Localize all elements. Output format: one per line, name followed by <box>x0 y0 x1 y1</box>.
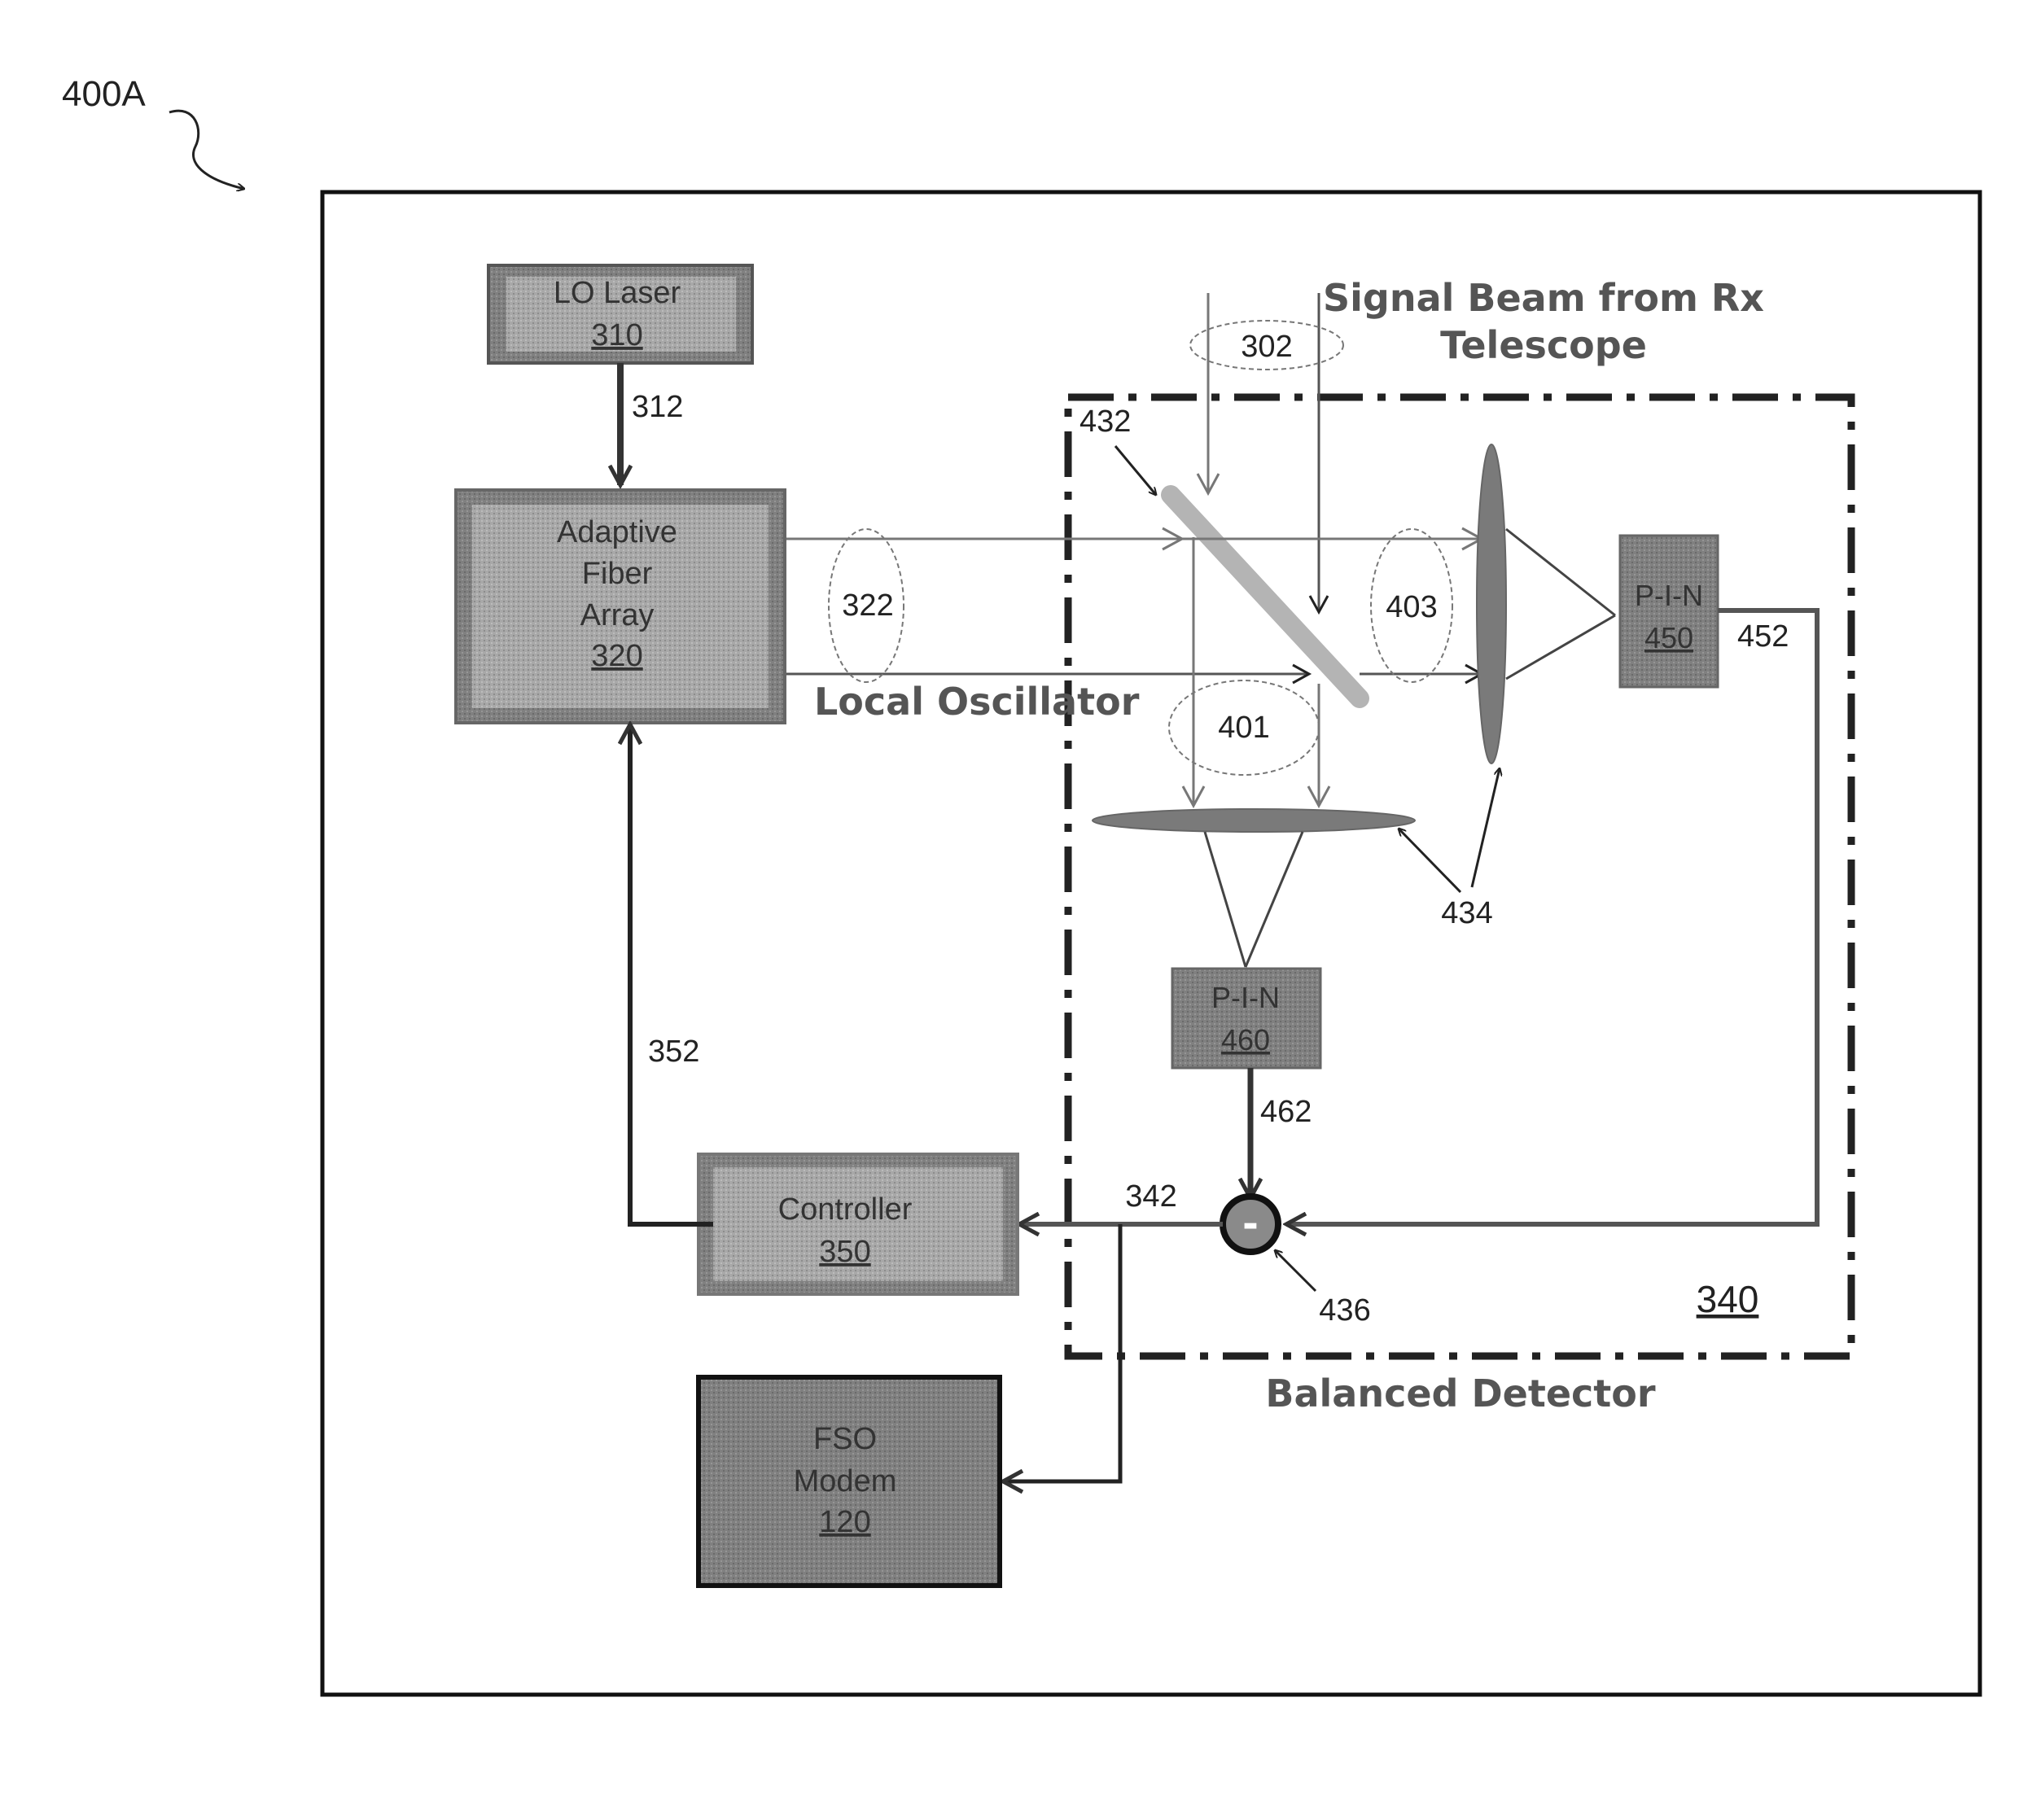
ref-462: 462 <box>1260 1095 1312 1129</box>
beam-splitter <box>1171 495 1360 698</box>
fso-modem-block[interactable]: FSO Modem 120 <box>698 1377 1000 1586</box>
leader-436 <box>1275 1250 1316 1291</box>
controller-block[interactable]: Controller 350 <box>698 1154 1018 1294</box>
afa-label-1: Adaptive <box>557 515 677 549</box>
ref-436: 436 <box>1319 1293 1370 1328</box>
outer-frame <box>322 192 1980 1695</box>
lo-laser-label: LO Laser <box>554 276 681 310</box>
controller-label: Controller <box>778 1192 913 1227</box>
ref-302: 302 <box>1241 330 1292 364</box>
fso-modem-label-2: Modem <box>794 1464 897 1498</box>
ref-340: 340 <box>1697 1278 1759 1320</box>
lo-laser-ref: 310 <box>591 318 642 352</box>
ref-352: 352 <box>648 1035 699 1069</box>
afa-label-3: Array <box>580 598 655 632</box>
pin-450-ref: 450 <box>1644 621 1693 654</box>
lens-right <box>1477 444 1506 763</box>
ref-452: 452 <box>1737 619 1789 654</box>
local-oscillator-label: Local Oscillator <box>814 680 1140 724</box>
leader-434-lower <box>1399 829 1460 892</box>
balanced-detector-boundary <box>1068 397 1851 1356</box>
pin-460-ref: 460 <box>1221 1023 1270 1057</box>
fso-modem-ref: 120 <box>819 1505 870 1539</box>
lo-laser-block[interactable]: LO Laser 310 <box>488 265 752 363</box>
line-to-fso-modem <box>1003 1224 1120 1481</box>
ref-342: 342 <box>1125 1179 1176 1214</box>
line-352 <box>630 724 713 1224</box>
leader-432 <box>1115 446 1156 495</box>
focus-bottom-right <box>1246 832 1303 967</box>
fso-modem-label-1: FSO <box>813 1422 877 1456</box>
controller-ref: 350 <box>819 1235 870 1269</box>
afa-ref: 320 <box>591 639 642 673</box>
leader-434-upper <box>1472 768 1500 887</box>
balanced-detector-label: Balanced Detector <box>1265 1372 1655 1415</box>
signal-beam-label-1: Signal Beam from Rx <box>1323 276 1764 320</box>
pin-460-label: P-I-N <box>1211 981 1280 1014</box>
focus-right-top <box>1506 529 1615 615</box>
pin-450-label: P-I-N <box>1635 579 1703 612</box>
lens-bottom <box>1093 809 1415 832</box>
ref-434: 434 <box>1441 896 1492 930</box>
ref-403: 403 <box>1386 590 1437 624</box>
subtractor-symbol: - <box>1242 1201 1259 1247</box>
adaptive-fiber-array-block[interactable]: Adaptive Fiber Array 320 <box>456 490 785 723</box>
ref-322: 322 <box>842 588 893 623</box>
figure-label-arrow <box>169 111 244 189</box>
ref-401: 401 <box>1218 711 1269 745</box>
pin-460-block[interactable]: P-I-N 460 <box>1172 969 1320 1068</box>
afa-label-2: Fiber <box>582 557 653 591</box>
focus-bottom-left <box>1205 832 1246 967</box>
signal-beam-label-2: Telescope <box>1440 323 1647 367</box>
pin-450-block[interactable]: P-I-N 450 <box>1620 536 1718 687</box>
ref-312: 312 <box>632 390 683 424</box>
figure-label: 400A <box>62 74 146 114</box>
ref-432: 432 <box>1080 405 1131 439</box>
focus-right-bottom <box>1506 615 1615 679</box>
subtractor-436: - <box>1223 1197 1278 1252</box>
